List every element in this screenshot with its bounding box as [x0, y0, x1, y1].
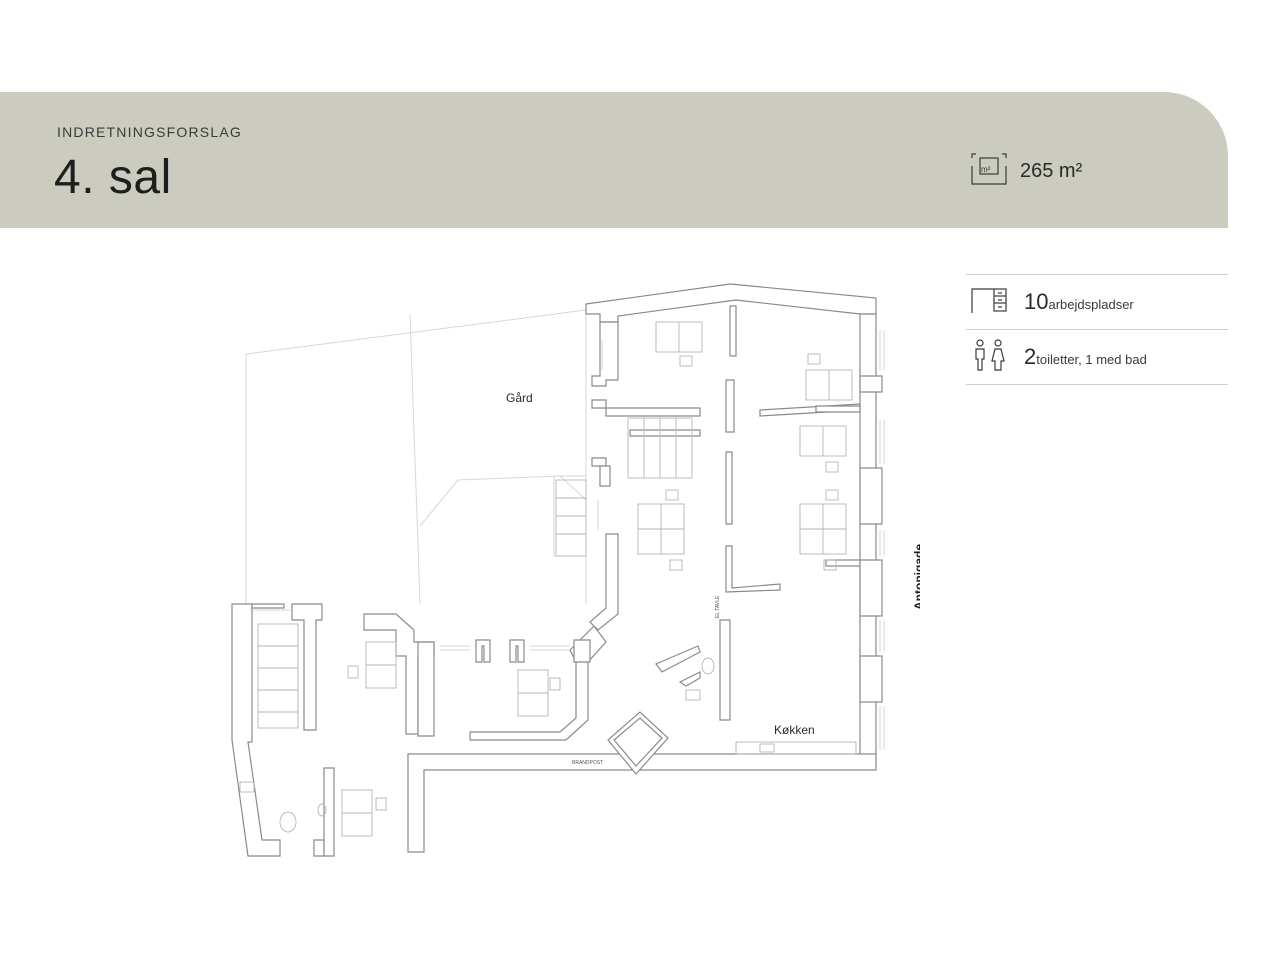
stat-workspaces: 10 arbejdspladser	[966, 274, 1228, 329]
area-stat: m² 265 m²	[970, 152, 1083, 191]
page-title: 4. sal	[54, 151, 172, 204]
stat-label: arbejdspladser	[1048, 297, 1134, 312]
window-marks	[250, 330, 885, 750]
furniture	[239, 321, 857, 837]
label-kitchen: Køkken	[774, 723, 815, 737]
label-courtyard: Gård	[506, 391, 533, 405]
page-subtitle: INDRETNINGSFORSLAG	[57, 124, 242, 140]
header-band	[0, 92, 1228, 228]
workspace-desk-icon	[970, 285, 1010, 320]
stat-label: toiletter, 1 med bad	[1036, 352, 1147, 367]
floor-plan: Gård Køkken Antonigade EL TAVLE BRANDPOS…	[200, 270, 926, 870]
stat-toilets: 2 toiletter, 1 med bad	[966, 329, 1228, 385]
courtyard-outline	[245, 309, 587, 605]
area-value: 265 m²	[1020, 159, 1083, 182]
label-street: Antonigade	[912, 544, 920, 610]
outer-walls	[231, 283, 883, 857]
stat-number: 10	[1024, 289, 1049, 314]
toilet-people-icon	[970, 338, 1010, 377]
svg-text:m²: m²	[981, 165, 991, 174]
stat-number: 2	[1024, 344, 1037, 369]
label-el-tavle: EL TAVLE	[715, 595, 721, 618]
stats-panel: 10 arbejdspladser 2 toiletter, 1 med bad	[966, 274, 1228, 385]
floor-area-icon: m²	[970, 152, 1008, 191]
floor-plan-drawing: Gård Køkken Antonigade EL TAVLE BRANDPOS…	[231, 283, 926, 857]
label-brandpost: BRANDPOST	[572, 760, 603, 766]
